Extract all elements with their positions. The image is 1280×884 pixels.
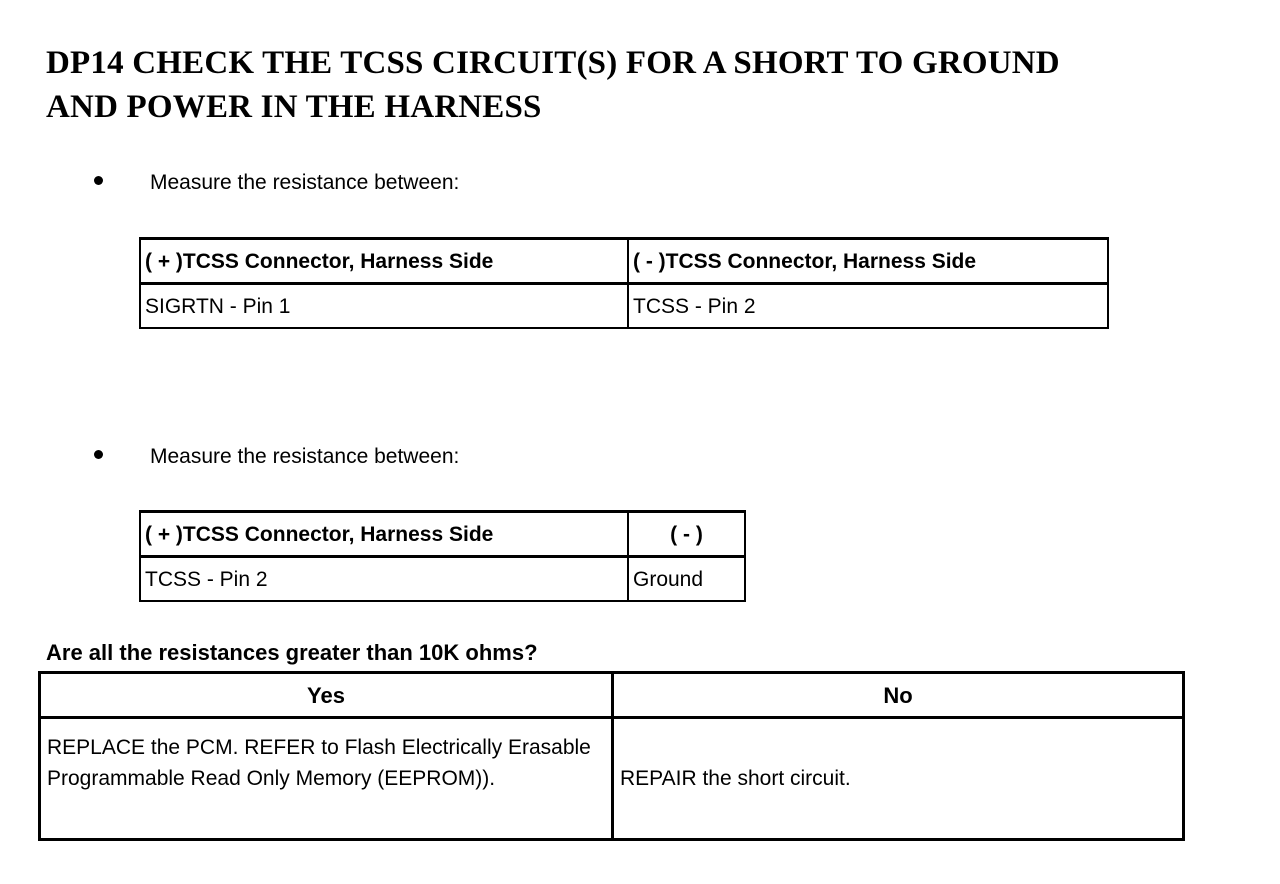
table-header-row: ( + )TCSS Connector, Harness Side ( - ) [139,510,746,558]
cell-positive-pin: TCSS - Pin 2 [139,555,629,602]
decision-question: Are all the resistances greater than 10K… [46,640,538,665]
table-row: SIGRTN - Pin 1 TCSS - Pin 2 [139,282,1109,329]
table-header-negative-terminal: ( - )TCSS Connector, Harness Side [627,237,1109,285]
step-2-instruction: Measure the resistance between: [150,445,460,468]
resistance-table-1: ( + )TCSS Connector, Harness Side ( - )T… [139,237,1109,329]
decision-answer-no: REPAIR the short circuit. [611,716,1185,841]
resistance-table-2: ( + )TCSS Connector, Harness Side ( - ) … [139,510,746,602]
step-1-bullet: Measure the resistance between: [94,170,459,196]
decision-header-yes: Yes [38,671,614,719]
table-header-negative-terminal: ( - ) [627,510,746,558]
table-row: TCSS - Pin 2 Ground [139,555,746,602]
cell-positive-pin: SIGRTN - Pin 1 [139,282,629,329]
decision-table: Yes No REPLACE the PCM. REFER to Flash E… [38,671,1185,841]
step-1-instruction: Measure the resistance between: [150,171,460,194]
table-row: REPLACE the PCM. REFER to Flash Electric… [38,716,1185,841]
cell-negative-pin: TCSS - Pin 2 [627,282,1109,329]
table-header-positive-terminal: ( + )TCSS Connector, Harness Side [139,237,629,285]
bullet-point-icon [94,450,103,459]
decision-header-no: No [611,671,1185,719]
table-header-row: Yes No [38,671,1185,719]
bullet-point-icon [94,176,103,185]
table-header-row: ( + )TCSS Connector, Harness Side ( - )T… [139,237,1109,285]
table-header-positive-terminal: ( + )TCSS Connector, Harness Side [139,510,629,558]
step-2-bullet: Measure the resistance between: [94,444,459,470]
decision-answer-yes: REPLACE the PCM. REFER to Flash Electric… [38,716,614,841]
cell-negative-pin: Ground [627,555,746,602]
page-title: DP14 CHECK THE TCSS CIRCUIT(S) FOR A SHO… [46,45,1060,125]
